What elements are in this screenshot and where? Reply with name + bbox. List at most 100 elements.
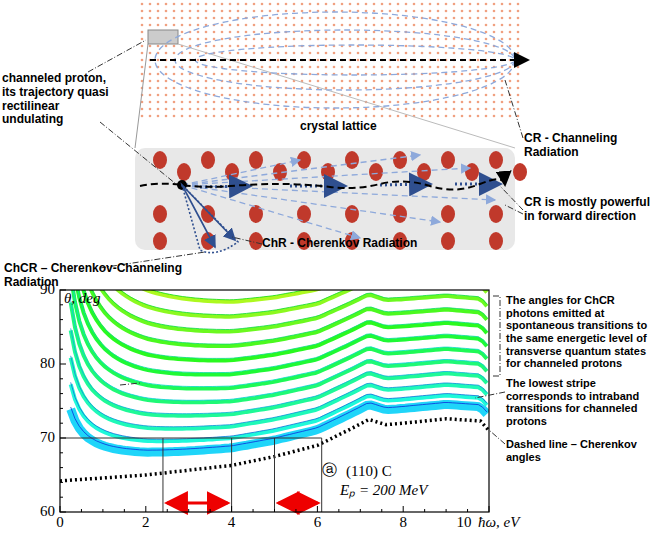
lattice-dot bbox=[381, 80, 384, 83]
lattice-dot bbox=[317, 3, 320, 6]
lattice-dot bbox=[469, 73, 472, 76]
lattice-dot bbox=[509, 17, 512, 20]
lattice-dot bbox=[349, 17, 352, 20]
lattice-dot bbox=[333, 31, 336, 34]
lattice-dot bbox=[237, 31, 240, 34]
lattice-dot bbox=[197, 52, 200, 55]
lattice-dot bbox=[309, 80, 312, 83]
atom bbox=[153, 205, 167, 223]
lattice-dot bbox=[181, 17, 184, 20]
lattice-dot bbox=[325, 101, 328, 104]
lattice-dot bbox=[469, 52, 472, 55]
lattice-dot bbox=[317, 17, 320, 20]
lattice-dot bbox=[189, 115, 192, 118]
stripe bbox=[71, 290, 487, 375]
tick-label: 10 bbox=[457, 514, 472, 531]
guide-lines bbox=[60, 438, 322, 512]
lattice-dot bbox=[333, 101, 336, 104]
lattice-dot bbox=[365, 17, 368, 20]
lattice-dot bbox=[373, 24, 376, 27]
lattice-dot bbox=[365, 38, 368, 41]
lattice-dot bbox=[261, 52, 264, 55]
lattice-dot bbox=[221, 108, 224, 111]
lattice-dot bbox=[237, 87, 240, 90]
lattice-dot bbox=[165, 73, 168, 76]
guide bbox=[60, 438, 322, 439]
atom bbox=[345, 151, 359, 169]
lattice-dot bbox=[469, 10, 472, 13]
lattice-dot bbox=[269, 66, 272, 69]
lattice-dot bbox=[517, 80, 520, 83]
lattice-dot bbox=[277, 59, 280, 62]
lattice-dot bbox=[501, 24, 504, 27]
lattice-dot bbox=[397, 17, 400, 20]
lattice-dot bbox=[421, 3, 424, 6]
lattice-dot bbox=[437, 94, 440, 97]
lattice-dot bbox=[437, 52, 440, 55]
lattice-dot bbox=[149, 10, 152, 13]
lattice-dot bbox=[493, 101, 496, 104]
lattice-dot bbox=[405, 3, 408, 6]
lattice-dot bbox=[269, 52, 272, 55]
lattice-dot bbox=[285, 115, 288, 118]
lattice-dot bbox=[149, 94, 152, 97]
lattice-dot bbox=[453, 80, 456, 83]
lattice-dot bbox=[477, 115, 480, 118]
lattice-dot bbox=[381, 108, 384, 111]
lattice-dot bbox=[173, 73, 176, 76]
lattice-dot bbox=[445, 52, 448, 55]
lattice-dot bbox=[157, 108, 160, 111]
lattice-dot bbox=[325, 17, 328, 20]
lattice-dot bbox=[277, 10, 280, 13]
lattice-dot bbox=[189, 10, 192, 13]
lattice-dot bbox=[285, 24, 288, 27]
lattice-dot bbox=[205, 87, 208, 90]
lattice-dot bbox=[365, 3, 368, 6]
lattice-dot bbox=[317, 31, 320, 34]
lattice-dot bbox=[149, 17, 152, 20]
lattice-dot bbox=[205, 10, 208, 13]
tick bbox=[102, 509, 103, 512]
lattice-dot bbox=[309, 115, 312, 118]
lattice-dot bbox=[405, 10, 408, 13]
lattice-dot bbox=[461, 38, 464, 41]
lattice-dot bbox=[453, 66, 456, 69]
lattice-dot bbox=[229, 73, 232, 76]
lattice-dot bbox=[477, 45, 480, 48]
lattice-dot bbox=[205, 3, 208, 6]
lattice-dot bbox=[445, 94, 448, 97]
lattice-dot bbox=[429, 3, 432, 6]
lattice-dot bbox=[437, 108, 440, 111]
lattice-dot bbox=[293, 52, 296, 55]
lattice-dot bbox=[517, 108, 520, 111]
lattice-dot bbox=[173, 52, 176, 55]
lattice-dot bbox=[205, 38, 208, 41]
tick bbox=[360, 509, 361, 512]
lattice-dot bbox=[189, 80, 192, 83]
tick bbox=[81, 509, 82, 512]
lattice-dot bbox=[261, 108, 264, 111]
lattice-dot bbox=[157, 45, 160, 48]
lattice-dot bbox=[149, 87, 152, 90]
lattice-dot bbox=[237, 24, 240, 27]
lattice-dot bbox=[261, 115, 264, 118]
lattice-dot bbox=[453, 17, 456, 20]
guide bbox=[274, 438, 275, 512]
lattice-dot bbox=[181, 24, 184, 27]
lattice-dot bbox=[517, 3, 520, 6]
lattice-dot bbox=[173, 3, 176, 6]
lattice-dot bbox=[149, 45, 152, 48]
tick bbox=[60, 334, 63, 335]
lattice-dot bbox=[157, 59, 160, 62]
lattice-dot bbox=[285, 38, 288, 41]
lattice-dot bbox=[181, 73, 184, 76]
lattice-dot bbox=[309, 52, 312, 55]
lattice-dot bbox=[165, 80, 168, 83]
lattice-dot bbox=[181, 108, 184, 111]
lattice-dot bbox=[477, 66, 480, 69]
lattice-dot bbox=[165, 45, 168, 48]
lattice-dot bbox=[213, 45, 216, 48]
lattice-dot bbox=[325, 45, 328, 48]
lattice-dot bbox=[453, 3, 456, 6]
lattice-dot bbox=[253, 115, 256, 118]
